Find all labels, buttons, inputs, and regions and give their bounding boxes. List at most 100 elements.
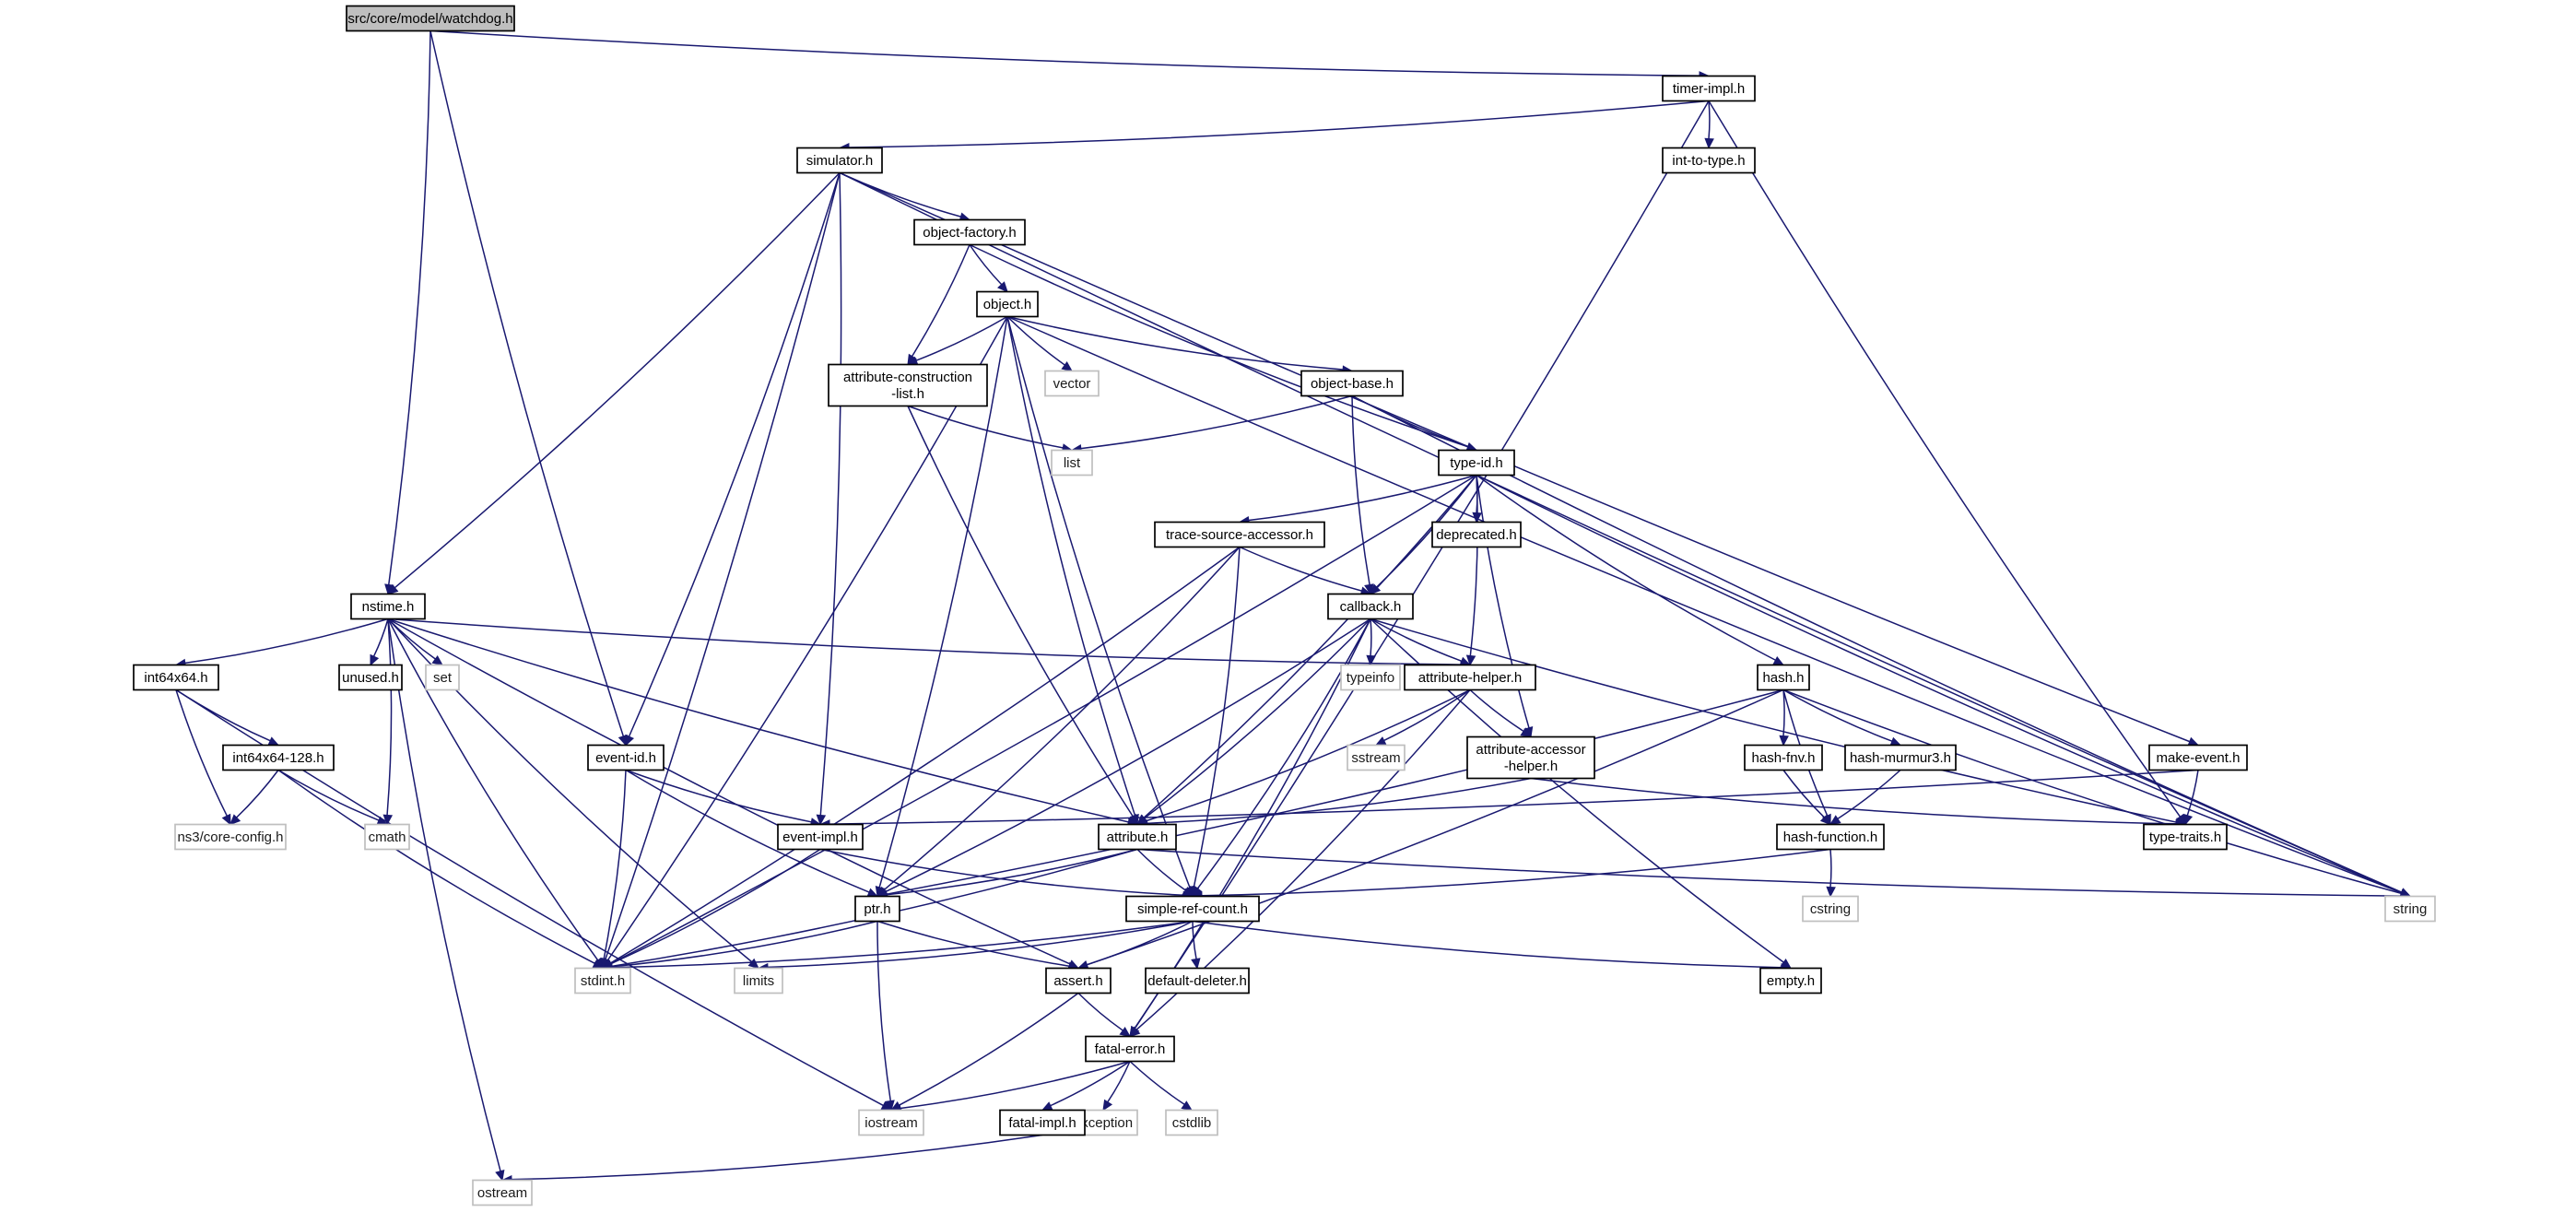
node-label: empty.h	[1767, 973, 1815, 989]
include-edge-simple_ref_count-to-stdint	[601, 920, 1194, 973]
node-empty[interactable]: empty.h	[1759, 967, 1822, 994]
include-edge-attribute-to-string	[1136, 848, 2412, 901]
node-attr-helper[interactable]: attribute-helper.h	[1404, 664, 1536, 691]
node-box	[1757, 664, 1810, 691]
node-int64x64[interactable]: int64x64.h	[133, 664, 219, 691]
node-int-to-type[interactable]: int-to-type.h	[1662, 147, 1756, 174]
node-label: stdint.h	[581, 973, 625, 989]
node-event-impl[interactable]: event-impl.h	[777, 823, 864, 851]
include-edge-int64x64_128-to-core_config	[229, 770, 279, 826]
node-box	[1844, 744, 1957, 771]
node-label: hash-murmur3.h	[1850, 750, 1951, 766]
include-edge-nstime-to-unused	[370, 618, 389, 666]
node-box	[1045, 967, 1112, 994]
include-edge-object_base-to-list	[1070, 394, 1353, 454]
include-edge-watchdog-to-nstime	[384, 30, 431, 595]
node-box	[796, 147, 883, 174]
node-fatal-error[interactable]: fatal-error.h	[1085, 1035, 1175, 1063]
node-label: fatal-error.h	[1095, 1041, 1166, 1057]
node-timer-impl[interactable]: timer-impl.h	[1662, 75, 1756, 102]
node-assert[interactable]: assert.h	[1045, 967, 1112, 994]
node-int64x64-128[interactable]: int64x64-128.h	[222, 744, 335, 771]
node-deprecated[interactable]: deprecated.h	[1431, 521, 1522, 548]
include-edge-simple_ref_count-to-default_deleter	[1191, 921, 1201, 970]
include-edge-int64x64-to-core_config	[175, 689, 231, 826]
node-box	[338, 664, 403, 691]
node-hash-murmur3[interactable]: hash-murmur3.h	[1844, 744, 1957, 771]
node-unused[interactable]: unused.h	[338, 664, 403, 691]
include-edge-fatal_error-to-cstdlib	[1129, 1060, 1194, 1112]
node-ptr[interactable]: ptr.h	[854, 895, 900, 923]
include-edge-nstime-to-ostream	[387, 618, 505, 1182]
include-edge-callback-to-attribute	[1136, 618, 1371, 826]
node-simulator[interactable]: simulator.h	[796, 147, 883, 174]
node-core-config: ns3/core-config.h	[174, 823, 287, 851]
node-attribute[interactable]: attribute.h	[1098, 823, 1177, 851]
node-box	[1662, 147, 1756, 174]
node-label: fatal-impl.h	[1008, 1115, 1076, 1131]
include-edge-hash-to-assert	[1076, 688, 1784, 971]
include-edge-hash-to-string	[1782, 688, 2412, 899]
node-layer: src/core/model/watchdog.h timer-impl.h int…	[133, 5, 2436, 1206]
include-edge-assert-to-iostream	[889, 992, 1079, 1112]
include-edge-attribute-to-simple_ref_count	[1136, 848, 1194, 898]
node-event-id[interactable]: event-id.h	[587, 744, 665, 771]
node-make-event[interactable]: make-event.h	[2148, 744, 2248, 771]
include-edge-nstime-to-int64x64	[174, 618, 389, 669]
node-box	[1662, 75, 1756, 102]
node-box	[1085, 1035, 1175, 1063]
node-hash-fnv[interactable]: hash-fnv.h	[1744, 744, 1823, 771]
include-edge-nstime-to-attribute	[387, 618, 1139, 828]
node-callback[interactable]: callback.h	[1327, 593, 1414, 620]
node-label: typeinfo	[1347, 670, 1395, 686]
node-label: sstream	[1351, 750, 1400, 766]
node-object[interactable]: object.h	[976, 290, 1039, 318]
include-edge-nstime-to-set	[387, 618, 443, 666]
include-edge-trace_source-to-simple_ref_count	[1189, 547, 1241, 898]
node-box	[1466, 735, 1595, 780]
node-label: list	[1064, 455, 1081, 471]
include-edge-hash_fnv-to-hash_function	[1782, 770, 1831, 826]
node-box	[346, 5, 515, 32]
node-label: attribute-accessor	[1476, 742, 1585, 758]
node-label: exception	[1074, 1115, 1133, 1131]
node-box	[913, 218, 1026, 246]
include-edge-timer_impl-to-int_to_type	[1704, 100, 1714, 149]
node-label: vector	[1053, 376, 1091, 392]
node-fatal-impl[interactable]: fatal-impl.h	[999, 1109, 1086, 1136]
node-attr-accessor[interactable]: attribute-accessor-helper.h	[1466, 735, 1595, 780]
include-edge-simulator-to-object_factory	[839, 171, 971, 222]
node-watchdog[interactable]: src/core/model/watchdog.h	[346, 5, 515, 32]
node-label: attribute.h	[1107, 830, 1169, 845]
include-edge-watchdog-to-event_id	[429, 30, 628, 747]
node-hash[interactable]: hash.h	[1757, 664, 1810, 691]
include-edge-simulator-to-make_event	[839, 171, 2200, 747]
include-edge-nstime-to-assert	[387, 618, 1080, 970]
node-hash-function[interactable]: hash-function.h	[1776, 823, 1885, 851]
node-type-id[interactable]: type-id.h	[1438, 449, 1515, 477]
node-box	[1165, 1109, 1218, 1136]
node-stdint: stdint.h	[574, 967, 631, 994]
node-object-factory[interactable]: object-factory.h	[913, 218, 1026, 246]
node-box	[1759, 967, 1822, 994]
node-box	[777, 823, 864, 851]
node-type-traits[interactable]: type-traits.h	[2143, 823, 2228, 851]
include-edge-timer_impl-to-type_traits	[1708, 100, 2186, 826]
node-box	[2143, 823, 2228, 851]
node-label: event-impl.h	[782, 830, 858, 845]
include-edge-object_factory-to-object	[969, 244, 1008, 293]
node-label: string	[2394, 901, 2428, 917]
node-trace-source[interactable]: trace-source-accessor.h	[1154, 521, 1325, 548]
node-label: int64x64-128.h	[232, 750, 323, 766]
node-simple-ref-count[interactable]: simple-ref-count.h	[1125, 895, 1260, 923]
node-attr-construction[interactable]: attribute-construction-list.h	[828, 363, 988, 407]
node-label: ns3/core-config.h	[177, 830, 283, 845]
node-label: ptr.h	[864, 901, 890, 917]
node-box	[350, 593, 426, 620]
node-object-base[interactable]: object-base.h	[1300, 370, 1404, 397]
node-label: cstring	[1810, 901, 1851, 917]
node-nstime[interactable]: nstime.h	[350, 593, 426, 620]
node-label: int64x64.h	[144, 670, 207, 686]
node-default-deleter[interactable]: default-deleter.h	[1145, 967, 1250, 994]
include-edge-simple_ref_count-to-empty	[1192, 920, 1793, 973]
